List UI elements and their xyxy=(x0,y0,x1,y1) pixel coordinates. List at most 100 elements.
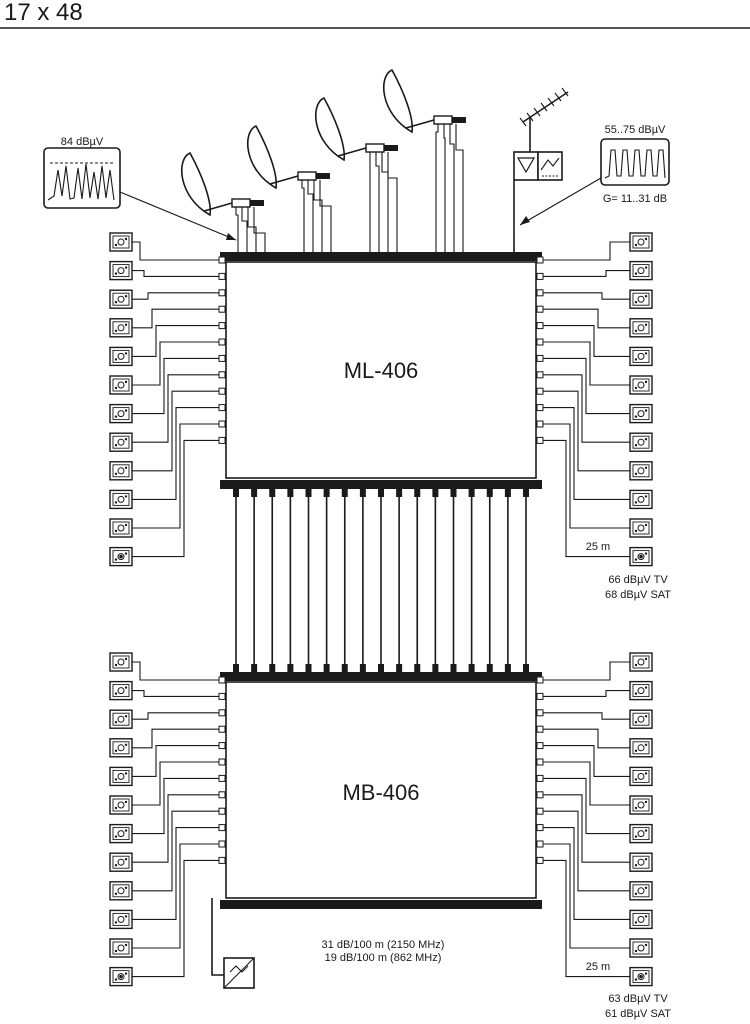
outlet-socket xyxy=(114,864,118,867)
outlet-socket xyxy=(114,558,118,561)
outlet-face xyxy=(112,407,130,421)
outlet-socket xyxy=(634,529,638,533)
outlet-socket xyxy=(637,772,645,780)
top-switch-body xyxy=(225,261,537,479)
outlet-icon xyxy=(629,909,653,930)
outlet-face xyxy=(632,655,650,669)
switch-output-port xyxy=(536,856,544,864)
outlet-socket xyxy=(637,801,645,809)
switch-output-port xyxy=(218,774,226,782)
outlet-socket xyxy=(114,721,118,724)
outlet-face xyxy=(632,884,650,898)
outlet-socket xyxy=(637,744,645,752)
outlet-socket xyxy=(124,552,128,555)
outlet-socket xyxy=(644,438,648,441)
outlet-socket xyxy=(124,772,128,775)
outlet-socket xyxy=(644,943,648,947)
outlet-socket xyxy=(644,352,648,355)
outlet-cable xyxy=(132,325,220,357)
dish-arm xyxy=(405,119,435,129)
outlet-socket xyxy=(117,238,125,246)
outlet-face xyxy=(632,349,650,363)
outlet-icon xyxy=(109,403,133,424)
top-switch-model: ML-406 xyxy=(344,358,419,383)
outlet-socket xyxy=(637,438,645,446)
outlet-socket xyxy=(644,380,648,384)
outlet-face xyxy=(632,435,650,449)
lnb-feed-line xyxy=(319,180,332,252)
outlet-face xyxy=(632,407,650,421)
outlet-icon xyxy=(109,823,133,844)
outlet-face xyxy=(632,941,650,955)
lnb-feed-line xyxy=(443,124,446,252)
outlet-face xyxy=(112,321,130,335)
trunk-connector xyxy=(414,489,421,497)
outlet-socket xyxy=(644,552,648,555)
outlet-icon xyxy=(629,346,653,367)
outlet-face xyxy=(632,741,650,755)
outlet-socket xyxy=(637,887,645,895)
trunk-connector xyxy=(251,489,258,497)
outlet-face xyxy=(632,970,650,984)
outlet-socket xyxy=(644,323,648,326)
outlet-socket xyxy=(634,472,638,475)
top-cable-length: 25 m xyxy=(586,541,610,553)
outlet-icon xyxy=(629,852,653,872)
switch-output-port xyxy=(536,305,544,313)
outlet-socket xyxy=(124,943,128,947)
lnb-feed-line xyxy=(235,207,239,252)
outlet-face xyxy=(632,521,650,535)
outlet-socket xyxy=(634,864,638,867)
outlet-cable xyxy=(132,794,220,863)
terr-gain-label: G= 11..31 dB xyxy=(603,193,667,205)
outlet-cable xyxy=(542,794,630,863)
switch-output-port xyxy=(218,725,226,733)
lnb-feed-line xyxy=(455,124,464,252)
trunk-connector xyxy=(486,664,493,672)
outlet-cable xyxy=(132,357,220,415)
trunk-connector xyxy=(486,489,493,497)
trunk-connector xyxy=(341,664,348,672)
switch-output-port xyxy=(536,692,544,700)
outlet-socket xyxy=(124,715,128,718)
outlet-icon xyxy=(629,260,653,281)
outlet-face xyxy=(112,741,130,755)
dish-icon xyxy=(382,68,466,134)
outlet-cable xyxy=(132,690,220,697)
outlet-cable xyxy=(132,728,220,749)
switch-output-port xyxy=(218,371,226,379)
outlet-icon xyxy=(109,489,133,510)
terr-pointer-head xyxy=(520,216,530,225)
trunk-connector xyxy=(341,489,348,497)
outlet-socket xyxy=(117,830,125,838)
switch-output-port xyxy=(218,676,226,684)
outlet-face xyxy=(632,855,650,869)
outlet-socket xyxy=(117,324,125,332)
outlet-socket xyxy=(634,978,638,981)
outlet-socket xyxy=(634,721,638,724)
lnb-body xyxy=(297,171,317,181)
outlet-cable xyxy=(132,439,220,558)
outlet-terminal xyxy=(119,974,123,979)
outlet-socket xyxy=(634,778,638,781)
outlet-face xyxy=(632,798,650,812)
outlet-face xyxy=(112,970,130,984)
yagi-antenna-icon xyxy=(519,87,569,152)
dish-reflector xyxy=(314,96,346,162)
lnb-icon xyxy=(297,171,330,181)
outlet-socket xyxy=(644,266,648,269)
outlet-socket xyxy=(124,657,128,661)
outlet-cable xyxy=(542,407,630,500)
outlet-socket xyxy=(124,858,128,861)
lnb-feed-line xyxy=(253,207,266,252)
trunk-connector xyxy=(359,489,366,497)
outlet-face xyxy=(112,264,130,278)
switch-output-port xyxy=(218,742,226,750)
switch-output-port xyxy=(218,758,226,766)
outlet-socket xyxy=(117,915,125,923)
outlet-face xyxy=(112,769,130,783)
trunk-connector xyxy=(523,489,529,497)
switch-output-port xyxy=(536,404,544,412)
outlet-socket xyxy=(124,466,128,469)
lnb-body xyxy=(433,115,453,125)
